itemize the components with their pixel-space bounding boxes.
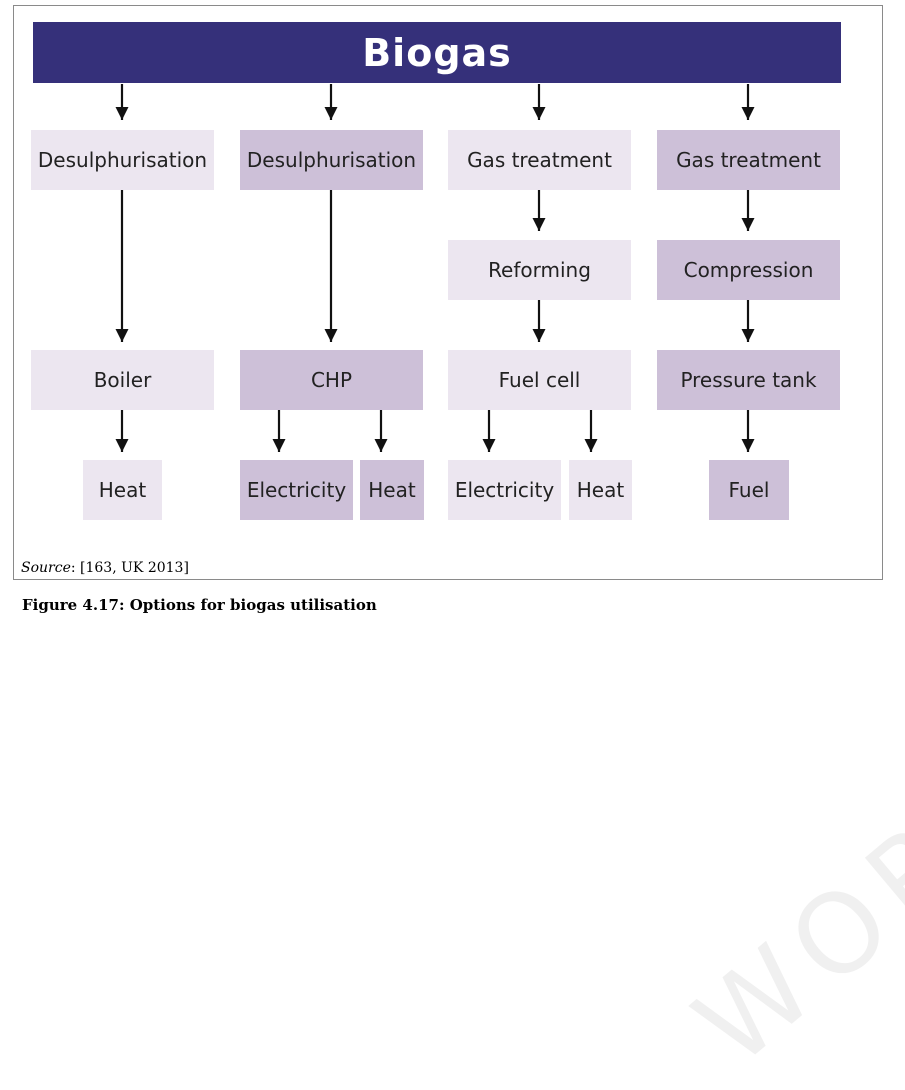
col3-fuel-cell-label: Fuel cell (498, 368, 581, 392)
col1-heat-label: Heat (98, 478, 147, 502)
col1-boiler-label: Boiler (93, 368, 152, 392)
source-note: Source: [163, UK 2013] (21, 560, 189, 576)
source-text: : [163, UK 2013] (70, 560, 189, 576)
figure-caption: Figure 4.17: Options for biogas utilisat… (22, 596, 377, 614)
col3-heat-box: Heat (569, 460, 632, 520)
col3-gas-treatment-label: Gas treatment (467, 148, 612, 172)
col3-heat-label: Heat (576, 478, 625, 502)
col4-fuel-box: Fuel (709, 460, 789, 520)
col1-boiler-box: Boiler (31, 350, 214, 410)
biogas-banner: Biogas (33, 22, 841, 83)
col1-heat-box: Heat (83, 460, 162, 520)
figure-frame (13, 5, 883, 580)
col3-fuel-cell-box: Fuel cell (448, 350, 631, 410)
col1-desulphurisation-box: Desulphurisation (31, 130, 214, 190)
col4-pressure-tank-box: Pressure tank (657, 350, 840, 410)
col1-desulphurisation-label: Desulphurisation (37, 148, 208, 172)
source-label: Source (21, 560, 71, 576)
col2-heat-label: Heat (368, 478, 416, 502)
col4-gas-treatment-label: Gas treatment (676, 148, 821, 172)
col4-compression-box: Compression (657, 240, 840, 300)
col2-desulphurisation-box: Desulphurisation (240, 130, 423, 190)
col2-electricity-box: Electricity (240, 460, 353, 520)
col4-compression-label: Compression (683, 258, 814, 282)
col3-electricity-box: Electricity (448, 460, 561, 520)
col2-chp-box: CHP (240, 350, 423, 410)
col2-electricity-label: Electricity (246, 478, 347, 502)
col4-pressure-tank-label: Pressure tank (680, 368, 817, 392)
col4-fuel-label: Fuel (728, 478, 770, 502)
banner-title: Biogas (362, 30, 512, 75)
col2-heat-box: Heat (360, 460, 424, 520)
col4-gas-treatment-box: Gas treatment (657, 130, 840, 190)
col3-reforming-label: Reforming (488, 258, 591, 282)
col2-desulphurisation-label: Desulphurisation (246, 148, 417, 172)
col3-reforming-box: Reforming (448, 240, 631, 300)
col3-gas-treatment-box: Gas treatment (448, 130, 631, 190)
col2-chp-label: CHP (310, 368, 353, 392)
col3-electricity-label: Electricity (454, 478, 555, 502)
